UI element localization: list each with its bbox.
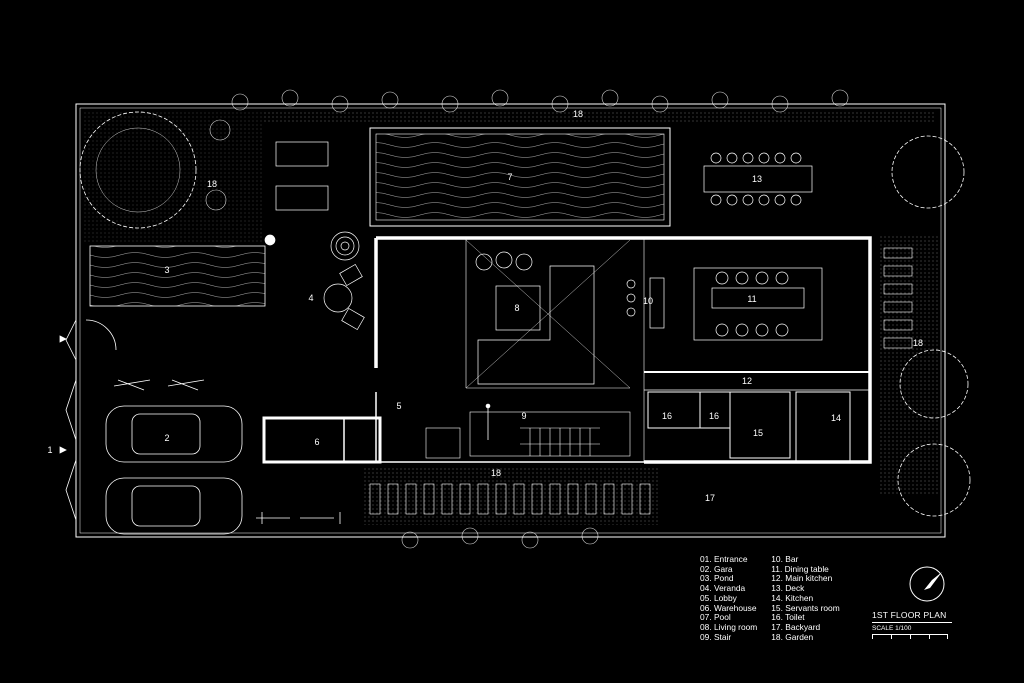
room-number: 13: [752, 174, 762, 184]
plan-scale: SCALE 1/100: [872, 625, 912, 632]
legend-item: 04. Veranda: [700, 583, 746, 594]
legend-item: 12. Main kitchen: [771, 573, 833, 584]
scale-bar: [872, 634, 948, 639]
north-arrow-icon: [909, 566, 945, 602]
legend-item: 06. Warehouse: [700, 602, 757, 613]
legend-item: 02. Gara: [700, 563, 733, 574]
living-room-furniture: [465, 239, 631, 389]
legend-item: 08. Living room: [700, 621, 758, 632]
veranda-furniture: [264, 141, 365, 331]
house-walls: [262, 236, 872, 464]
room-number: 8: [514, 303, 519, 313]
pond: [89, 245, 266, 307]
car-icon: [105, 405, 243, 535]
legend: 01. Entrance 02. Gara 03. Pond 04. Veran…: [700, 554, 840, 642]
room-number: 10: [643, 296, 653, 306]
room-number: 18: [491, 468, 501, 478]
legend-item: 11. Dining table: [771, 563, 829, 574]
legend-item: 10. Bar: [771, 554, 799, 564]
room-number: 18: [573, 109, 583, 119]
room-number: 6: [314, 437, 319, 447]
legend-item: 18. Garden: [771, 631, 814, 642]
room-number: 4: [308, 293, 313, 303]
room-number: 9: [521, 411, 526, 421]
legend-item: 01. Entrance: [700, 554, 748, 564]
room-number: 15: [753, 428, 763, 438]
tree-icon: [79, 111, 971, 517]
room-number: 14: [831, 413, 841, 423]
bar-counter: [626, 277, 665, 329]
legend-item: 05. Lobby: [700, 592, 737, 603]
legend-item: 17. Backyard: [771, 621, 821, 632]
legend-item: 13. Deck: [771, 583, 805, 594]
legend-item: 09. Stair: [700, 631, 732, 642]
room-number: 2: [164, 433, 169, 443]
stair: [425, 403, 631, 459]
room-number: 16: [662, 411, 672, 421]
room-number: 3: [164, 265, 169, 275]
plan-title: 1ST FLOOR PLAN: [872, 610, 952, 623]
dining-table: [693, 267, 823, 341]
section-marker: 1: [47, 445, 52, 455]
room-labels: 2 3 4 5 6 7 8 9 10 11 12 13 14 15 16 16 …: [47, 109, 923, 503]
stepping-stones: [369, 247, 913, 515]
room-number: 5: [396, 401, 401, 411]
legend-column-right: 10. Bar 11. Dining table 12. Main kitche…: [771, 554, 840, 642]
legend-item: 14. Kitchen: [771, 592, 814, 603]
room-number: 17: [705, 493, 715, 503]
pool: [369, 127, 671, 227]
room-number: 12: [742, 376, 752, 386]
motorbike-icon: [113, 379, 341, 524]
legend-item: 03. Pond: [700, 573, 734, 584]
room-number: 18: [913, 338, 923, 348]
deck-table: [703, 152, 813, 206]
garden-areas: [84, 110, 940, 525]
entrance-gate: [59, 319, 117, 521]
legend-item: 16. Toilet: [771, 612, 805, 623]
room-number: 18: [207, 179, 217, 189]
room-number: 7: [507, 172, 512, 182]
legend-item: 07. Pool: [700, 612, 731, 623]
shrub-icon: [205, 89, 849, 549]
room-number: 11: [747, 294, 756, 304]
legend-column-left: 01. Entrance 02. Gara 03. Pond 04. Veran…: [700, 554, 758, 642]
title-block: 1ST FLOOR PLAN SCALE 1/100: [872, 610, 952, 639]
room-number: 16: [709, 411, 719, 421]
legend-item: 15. Servants room: [771, 602, 840, 613]
